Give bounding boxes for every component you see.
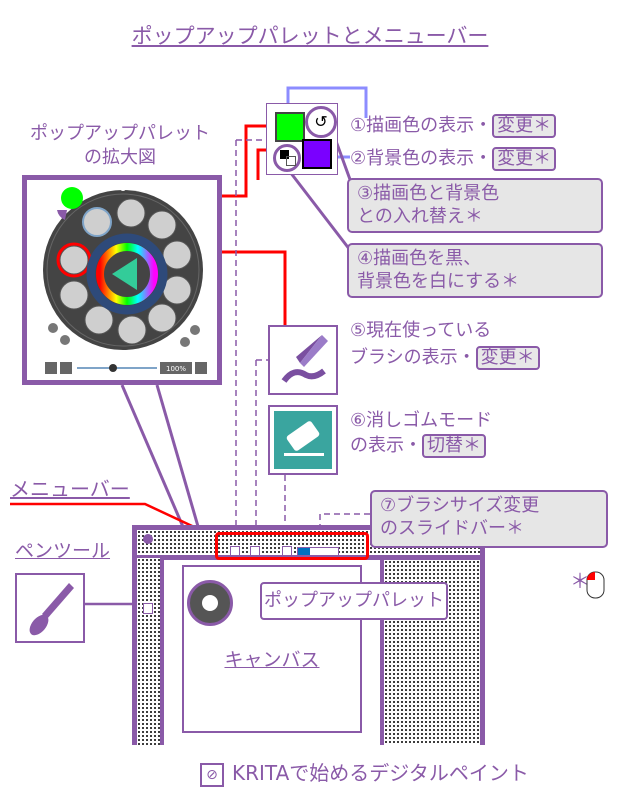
color-selector-mini[interactable] <box>230 546 240 556</box>
brush-label: ⑤現在使っている ブラシの表示・変更＊ <box>350 320 540 370</box>
zoom-caption-line: の拡大図 <box>84 147 156 168</box>
brush-label-line: ⑤現在使っている <box>350 320 492 341</box>
footer-text: KRITAで始めるデジタルペイント <box>232 761 529 785</box>
toolbox-panel <box>137 558 160 745</box>
eraser-mode-button[interactable] <box>268 405 338 475</box>
brush-mini[interactable] <box>250 546 260 556</box>
brush-pen-icon <box>281 335 328 383</box>
color-wheel[interactable] <box>96 243 158 305</box>
app-window: キャンバス <box>132 525 485 745</box>
zoom-caption-line: ポップアップパレット <box>30 123 210 144</box>
background-color-swatch[interactable] <box>302 139 332 169</box>
menu-icon[interactable] <box>143 534 153 544</box>
slider-label-line: のスライドバー＊ <box>380 518 524 539</box>
fg-label: ①描画色の表示・変更＊ <box>350 114 557 138</box>
palette-zoom-box: 100% <box>22 175 222 385</box>
fg-label-text: ①描画色の表示・ <box>350 115 493 136</box>
change-tag: 変更＊ <box>475 346 540 370</box>
popup-palette-enlarged: 100% <box>43 185 207 374</box>
footer: ⊘ KRITAで始めるデジタルペイント <box>200 762 529 787</box>
reset-label-line: ④描画色を黒、 <box>357 248 482 269</box>
dashed-connector <box>319 513 370 530</box>
toggle-tag: 切替＊ <box>422 434 486 458</box>
eraser-mini[interactable] <box>282 546 292 556</box>
zoom-caption: ポップアップパレット の拡大図 <box>22 122 218 170</box>
canvas-label: キャンバス <box>224 649 320 671</box>
pen-tool-button[interactable] <box>15 573 85 643</box>
paintbrush-icon <box>29 583 74 636</box>
swap-label-line: との入れ替え＊ <box>357 206 483 227</box>
color-selector: ↺ <box>266 103 338 175</box>
menubar-highlight <box>215 532 369 560</box>
mouse-right-click-icon <box>586 571 605 599</box>
reset-label-line: 背景色を白にする＊ <box>357 271 520 292</box>
eraser-icon <box>274 411 332 469</box>
reset-colors-icon[interactable] <box>273 144 301 172</box>
bg-label-text: ②背景色の表示・ <box>350 148 493 169</box>
current-brush-button[interactable] <box>268 325 338 395</box>
popup-palette-mini[interactable] <box>187 580 233 626</box>
eraser-label: ⑥消しゴムモード の表示・切替＊ <box>350 410 492 458</box>
brush-presets[interactable] <box>59 198 192 345</box>
fg-color-indicator <box>61 187 83 209</box>
mouse-note: ＊ <box>570 569 590 593</box>
change-tag: 変更＊ <box>492 147 557 171</box>
zoom-level: 100% <box>166 365 186 373</box>
swap-label: ③描画色と背景色との入れ替え＊ <box>347 178 603 233</box>
canvas[interactable] <box>182 565 362 733</box>
eraser-label-line: ⑥消しゴムモード <box>350 410 493 431</box>
brush-size-slider[interactable] <box>297 547 339 556</box>
swap-label-line: ③描画色と背景色 <box>357 183 500 204</box>
reset-connector <box>285 167 352 251</box>
pen-tool-mini[interactable] <box>143 603 153 614</box>
slider-label-line: ⑦ブラシサイズ変更 <box>380 495 540 516</box>
krita-logo-icon: ⊘ <box>200 762 224 787</box>
pen-tool-label: ペンツール <box>15 540 111 562</box>
popup-palette-label: ポップアップパレット <box>260 582 448 620</box>
brush-label-line: ブラシの表示・ <box>350 347 476 368</box>
slider-label: ⑦ブラシサイズ変更のスライドバー＊ <box>370 490 608 548</box>
swap-colors-icon[interactable]: ↺ <box>305 106 337 138</box>
fg-connector <box>286 86 368 118</box>
page-title: ポップアップパレットとメニューバー <box>131 24 489 48</box>
eraser-label-line: の表示・ <box>350 435 422 456</box>
menubar-label: メニューバー <box>10 477 130 501</box>
change-tag: 変更＊ <box>492 114 557 138</box>
foreground-color-swatch[interactable] <box>275 112 305 142</box>
reset-label: ④描画色を黒、背景色を白にする＊ <box>347 243 603 298</box>
color-triangle[interactable] <box>112 258 137 290</box>
bg-label: ②背景色の表示・変更＊ <box>350 147 557 171</box>
